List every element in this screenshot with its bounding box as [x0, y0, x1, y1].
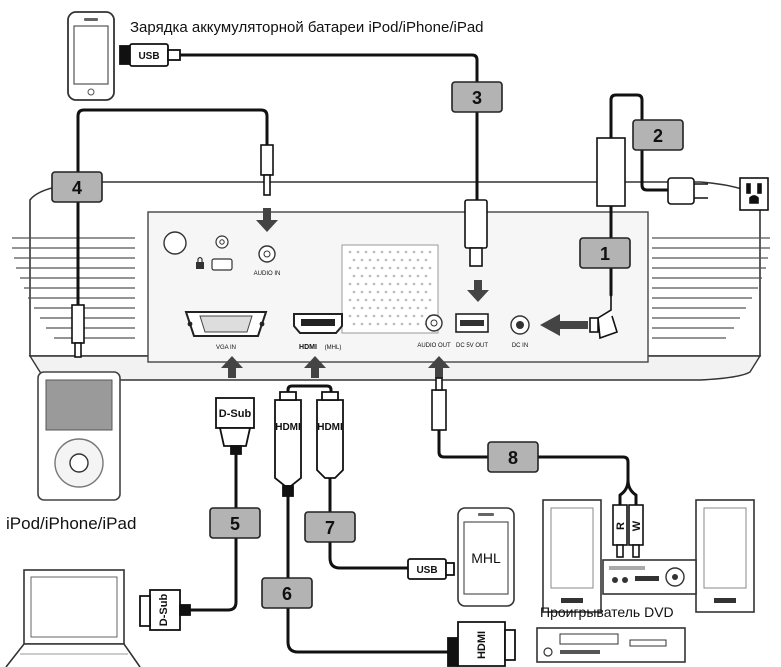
badge-7: 7	[325, 518, 335, 538]
rca-r-label: R	[615, 522, 627, 530]
audio-out-port	[425, 314, 443, 332]
cable-7	[328, 468, 410, 570]
usb-port	[455, 313, 489, 333]
vga-port	[184, 311, 268, 337]
rca-w-label: W	[631, 520, 643, 531]
amplifier-icon	[602, 559, 697, 595]
dsub-label-laptop: D-Sub	[158, 594, 170, 627]
arrow-hdmi	[304, 356, 326, 378]
smartphone-icon	[67, 11, 115, 101]
ipod-caption: iPod/iPhone/iPad	[6, 514, 137, 533]
lock-icon	[196, 256, 204, 269]
badge-7-box	[304, 511, 356, 543]
badge-2: 2	[653, 126, 663, 146]
hdmi-connector-left	[274, 391, 302, 497]
hdmi-label-left: HDMI	[275, 422, 301, 433]
badge-4: 4	[72, 178, 82, 198]
dvd-hdmi-plug	[447, 621, 516, 667]
usb-label-phone: USB	[138, 51, 159, 62]
dvd-player-icon	[536, 627, 686, 663]
laptop-dsub-connector	[139, 589, 191, 631]
speaker-right-icon	[695, 499, 755, 613]
cable-5	[188, 443, 238, 612]
port-label-vga-in: VGA IN	[216, 345, 236, 351]
badge-8-box	[487, 441, 539, 473]
kensington-slot	[211, 258, 233, 271]
badge-5: 5	[230, 514, 240, 534]
badge-1-box	[579, 237, 631, 269]
usb-plug-3	[464, 199, 488, 267]
mhl-phone-icon	[457, 507, 515, 607]
badge-1: 1	[600, 244, 610, 264]
hdmi-connector-right	[316, 391, 344, 479]
arrow-audio-in	[256, 208, 278, 232]
hdmi-label-right: HDMI	[317, 422, 343, 433]
arrow-usb	[467, 280, 489, 302]
power-adapter	[596, 137, 626, 207]
dsub-label-vga: D-Sub	[219, 408, 252, 420]
audio-plug-4-bottom	[71, 304, 85, 358]
usb-plug-7	[407, 558, 455, 580]
arrow-dc-in	[540, 314, 588, 336]
badge-3: 3	[472, 88, 482, 108]
projector	[12, 181, 770, 381]
badge-6: 6	[282, 584, 292, 604]
arrows	[221, 208, 588, 378]
hdmi-label-dvd: HDMI	[476, 631, 488, 659]
charging-caption: Зарядка аккумуляторной батареи iPod/iPho…	[130, 19, 484, 36]
cable-3	[178, 53, 479, 202]
vga-connector	[215, 397, 255, 455]
speaker-left-icon	[542, 499, 602, 613]
usb-plug-phone	[119, 43, 181, 67]
speaker-grille	[348, 250, 432, 326]
mains-plug	[667, 177, 708, 205]
mhl-label: MHL	[471, 550, 501, 566]
hdmi-port	[293, 313, 343, 334]
badge-3-box	[451, 81, 503, 113]
audio-plug-8	[431, 377, 447, 431]
power-button	[163, 231, 187, 255]
rca-plugs	[612, 504, 644, 558]
right-vent	[652, 237, 770, 339]
port-label-audio-out: AUDIO OUT	[417, 343, 451, 349]
audio-in-port	[258, 245, 276, 263]
arrow-audio-out	[428, 356, 450, 378]
dc-plug	[589, 295, 618, 340]
ipod-icon	[37, 371, 121, 501]
cable-4	[76, 108, 269, 307]
badge-4-box	[51, 171, 103, 203]
cable-6	[286, 478, 450, 654]
wall-outlet	[739, 177, 769, 211]
badge-2-box	[632, 119, 684, 151]
port-label-audio-in: AUDIO IN	[254, 271, 281, 277]
dc-in-port	[510, 315, 530, 335]
audio-plug-4-top	[260, 144, 274, 196]
badges	[51, 81, 684, 609]
port-label-dc-5v-out: DC 5V OUT	[456, 343, 488, 349]
port-label-hdmi-mhl: (MHL)	[325, 345, 342, 351]
port-label-hdmi-logo: HDMI	[299, 344, 317, 351]
dvd-caption: Проигрыватель DVD	[540, 604, 674, 620]
badge-5-box	[209, 507, 261, 539]
port-label-dc-in: DC IN	[512, 343, 528, 349]
badge-numbers: 1 2 3 4 5 6 7 8	[72, 88, 663, 604]
laptop-icon	[5, 569, 141, 667]
arrow-vga	[221, 356, 243, 378]
usb-label-mhl: USB	[416, 565, 437, 576]
badge-6-box	[261, 577, 313, 609]
badge-8: 8	[508, 448, 518, 468]
